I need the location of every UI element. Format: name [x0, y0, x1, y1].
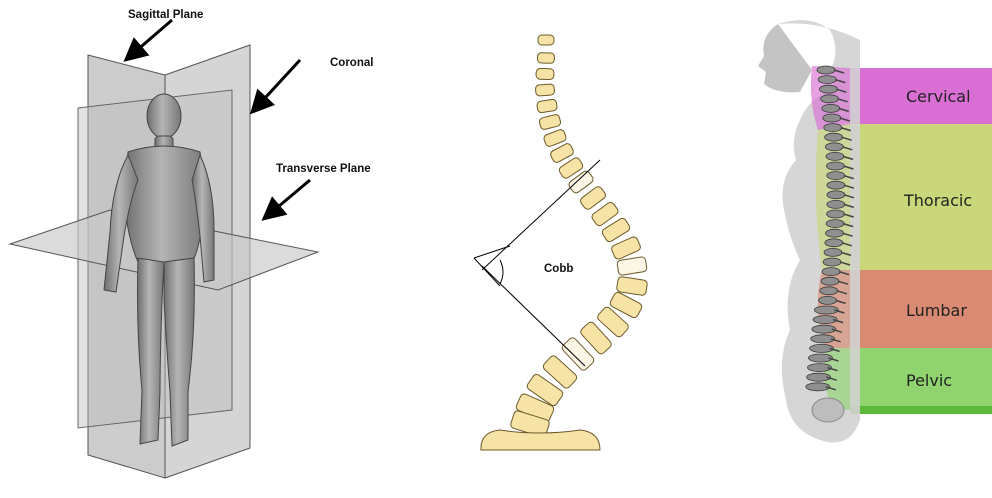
spine-bone	[824, 124, 842, 132]
sacrum-shape	[481, 430, 600, 450]
region-label-thoracic: Thoracic	[903, 191, 972, 210]
spine-bone	[823, 258, 841, 266]
coronal-arrow	[254, 60, 300, 110]
spine-bone	[826, 152, 844, 160]
vertebra	[617, 256, 648, 275]
spine-bone	[821, 95, 839, 103]
spine-bone	[820, 287, 838, 295]
cobb-upper-endplate-line	[482, 160, 600, 270]
spine-bone	[817, 66, 835, 74]
face-profile	[758, 24, 812, 92]
region-base-bar	[850, 406, 992, 414]
spine-regions-panel: Cervical Thoracic Lumbar Pelvic	[758, 20, 992, 442]
spine-bone	[823, 114, 841, 122]
spine-bone	[827, 181, 845, 189]
spine-bone	[827, 191, 845, 199]
spine-bone	[822, 268, 840, 276]
spine-bone	[825, 239, 843, 247]
vertebra	[616, 276, 647, 296]
region-label-pelvic: Pelvic	[906, 371, 952, 390]
spine-bone	[825, 143, 843, 151]
region-label-lumbar: Lumbar	[906, 301, 967, 320]
spine-bone	[819, 296, 837, 304]
spine-bone	[824, 248, 842, 256]
spine-bone	[826, 229, 844, 237]
vertebra	[537, 53, 554, 64]
pelvis-bone	[812, 398, 844, 422]
spine-bone	[825, 133, 843, 141]
vertebral-column	[510, 35, 648, 438]
cobb-perp-upper	[474, 246, 510, 258]
region-label-cervical: Cervical	[906, 87, 971, 106]
spine-bone	[827, 200, 845, 208]
spine-bone	[821, 277, 839, 285]
cobb-angle-label: Cobb	[544, 263, 573, 275]
spine-bone	[826, 220, 844, 228]
spine-bone	[818, 76, 836, 84]
transverse-arrow	[266, 180, 310, 217]
vertebra	[535, 84, 554, 96]
sagittal-arrow	[128, 20, 172, 58]
spine-bone	[827, 172, 845, 180]
coronal-plane-label: Coronal	[330, 57, 373, 69]
cobb-perp-lower	[474, 258, 500, 286]
cobb-lower-endplate-line	[482, 266, 585, 366]
scoliosis-panel: Cobb	[474, 35, 648, 450]
spine-bone	[827, 210, 845, 218]
sagittal-plane-label: Sagittal Plane	[128, 9, 203, 21]
spine-bone	[826, 162, 844, 170]
anatomical-planes-panel: Sagittal Plane Coronal Transverse Plane	[10, 9, 373, 478]
vertebra	[538, 35, 554, 45]
vertebra	[536, 68, 554, 79]
transverse-plane-label: Transverse Plane	[276, 163, 371, 175]
cobb-angle-arc	[500, 260, 503, 284]
spine-bone	[819, 85, 837, 93]
spine-bone	[822, 104, 840, 112]
vertebra	[536, 99, 557, 113]
vertebra	[539, 114, 562, 130]
